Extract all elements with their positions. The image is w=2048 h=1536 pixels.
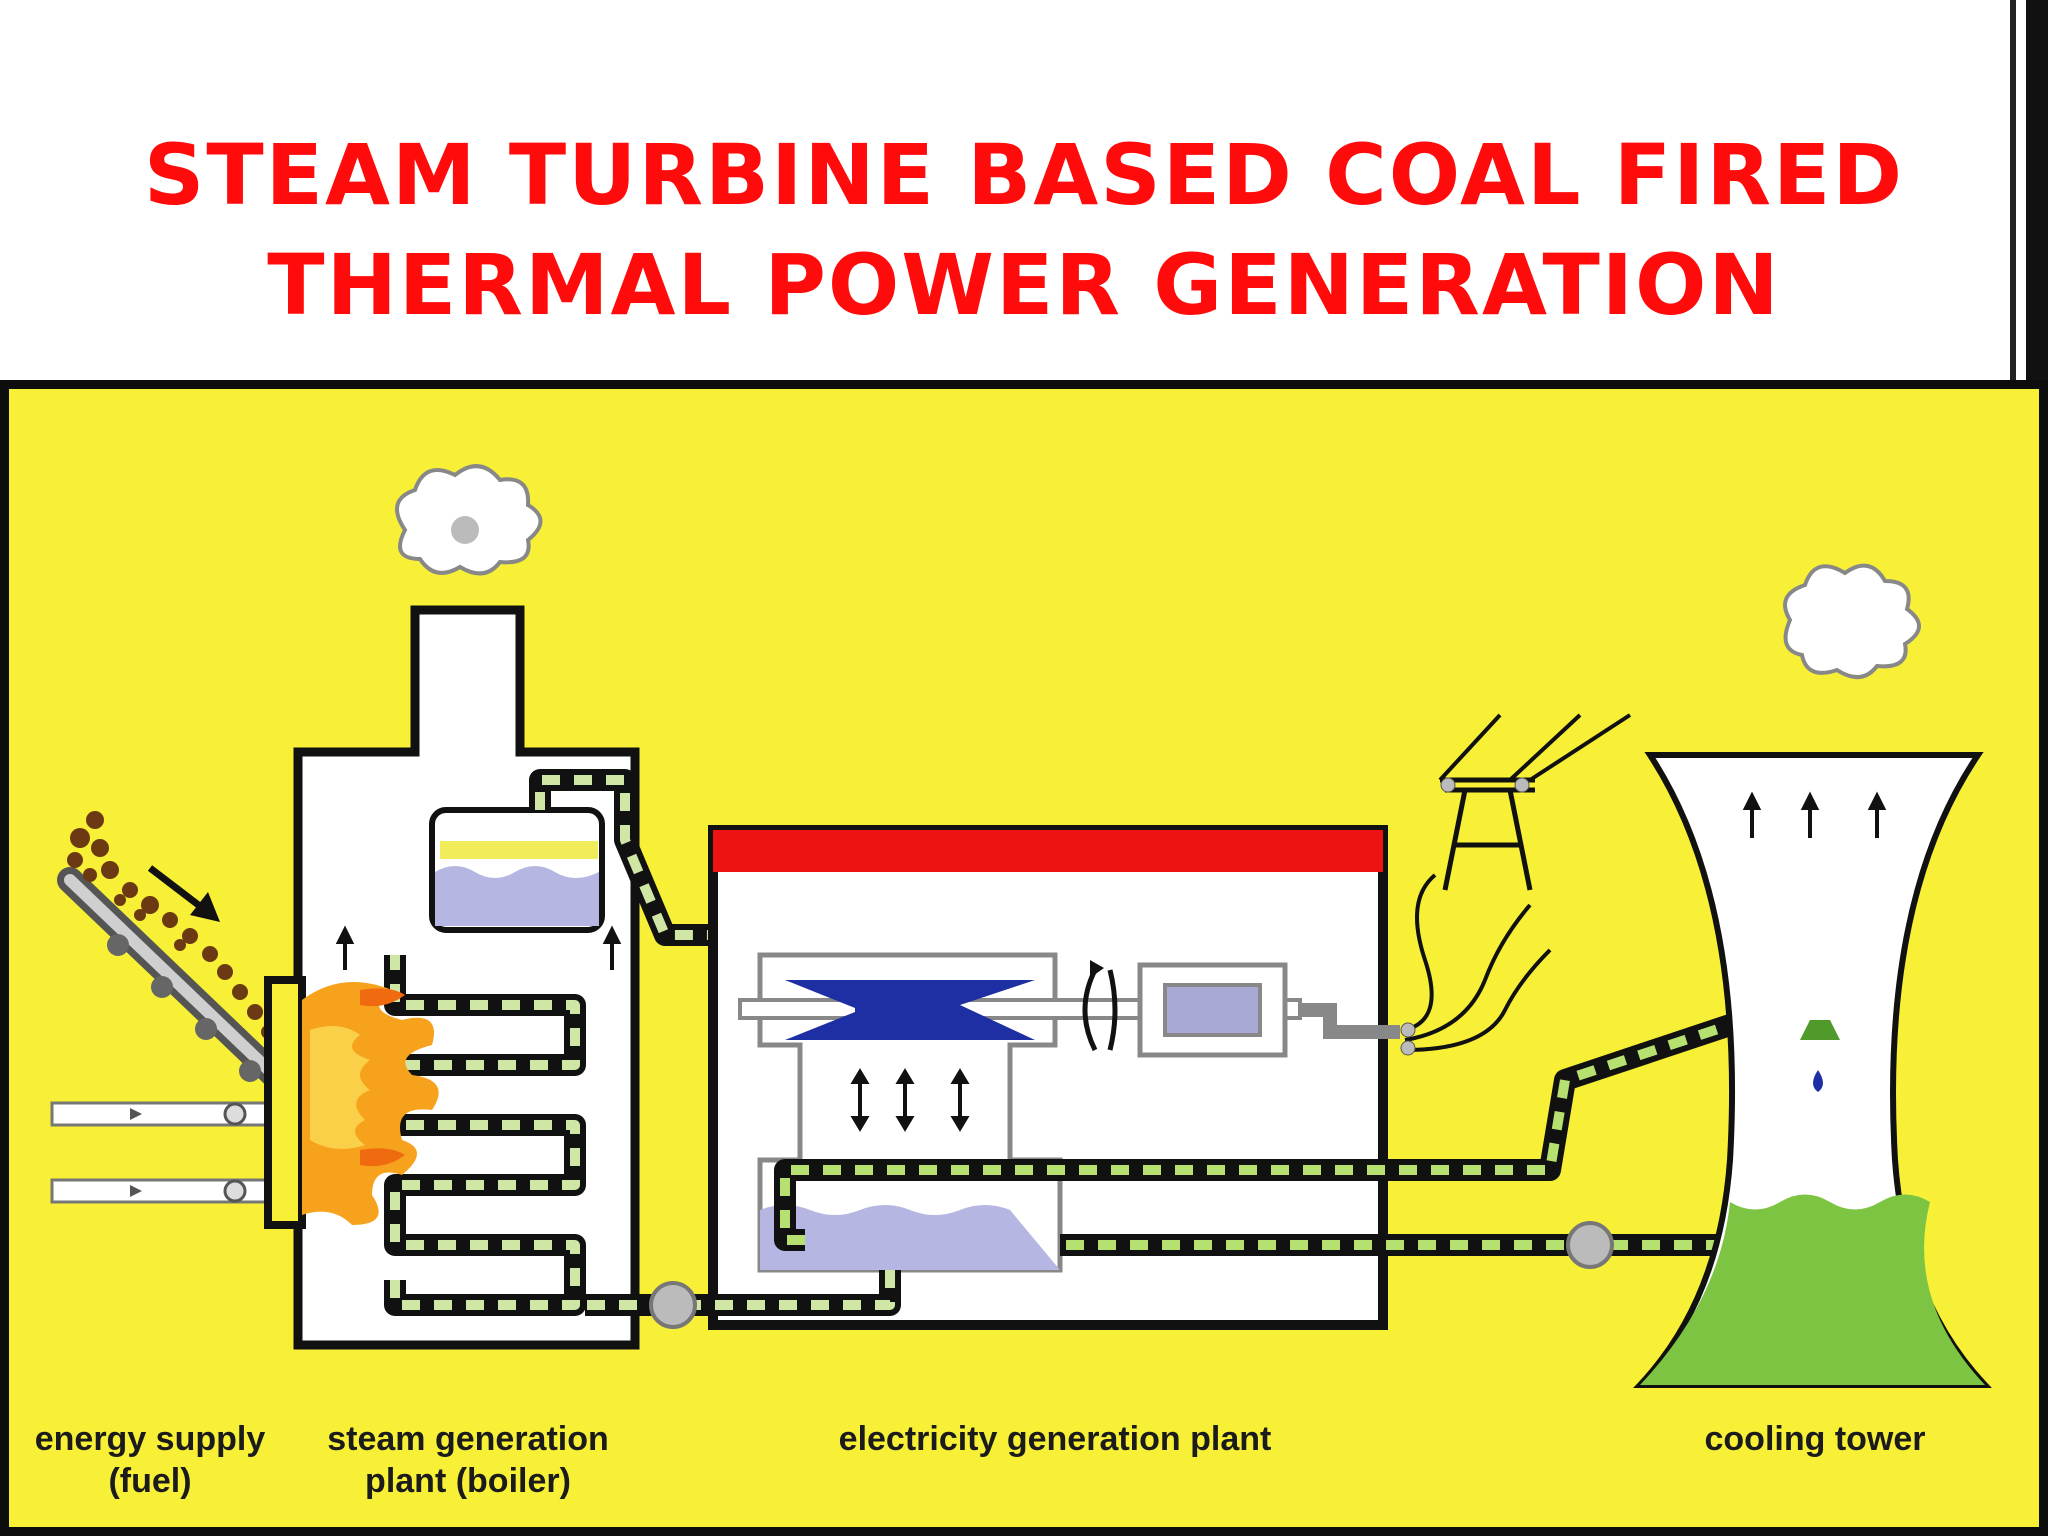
spray-nozzle-icon xyxy=(1800,1020,1840,1040)
vapor-arrows-icon xyxy=(1742,791,1887,838)
power-lines xyxy=(1404,713,1632,1052)
label-electricity-generation: electricity generation plant xyxy=(839,1420,1272,1458)
label-energy-supply-fuel: (fuel) xyxy=(108,1462,191,1500)
label-energy-supply: energy supply xyxy=(35,1420,266,1458)
hot-air-arrow-icon xyxy=(335,925,622,970)
coal-direction-arrow-icon xyxy=(147,865,220,922)
generator-output-cable xyxy=(1300,1003,1400,1039)
label-cooling-tower: cooling tower xyxy=(1705,1420,1926,1458)
steam-turbine xyxy=(738,952,1302,1273)
furnace-flame-icon xyxy=(302,982,439,1225)
tower-steam-cloud-icon xyxy=(1783,563,1921,679)
title-line-2: THERMAL POWER GENERATION xyxy=(267,236,1781,334)
chimney-smoke-icon xyxy=(395,464,543,576)
fuel-feed-pipes xyxy=(50,1101,309,1204)
generator xyxy=(1137,962,1288,1058)
slide-edge-border xyxy=(2004,0,2048,380)
coal-conveyor xyxy=(57,867,313,1113)
turbine-steam-arrows-icon xyxy=(850,1068,970,1132)
steam-drum xyxy=(429,807,605,933)
turbine-hall-roof xyxy=(713,830,1383,872)
diagram-frame xyxy=(0,380,2048,1536)
label-steam-generation: steam generation xyxy=(327,1420,609,1458)
title-line-1: STEAM TURBINE BASED COAL FIRED xyxy=(143,126,1905,224)
rotation-arrow-icon xyxy=(1082,960,1118,1052)
transmission-tower-icon xyxy=(1400,777,1535,1056)
cooling-pump-icon xyxy=(1566,1221,1614,1269)
feed-pump-icon xyxy=(649,1281,697,1329)
label-steam-generation-boiler: plant (boiler) xyxy=(365,1462,571,1500)
water-drop-icon xyxy=(1813,1070,1823,1092)
page-title: STEAM TURBINE BASED COAL FIRED THERMAL P… xyxy=(0,120,2048,340)
power-plant-diagram: energy supply (fuel) steam generation pl… xyxy=(0,380,2048,1536)
cooling-tower xyxy=(1633,563,1992,1388)
